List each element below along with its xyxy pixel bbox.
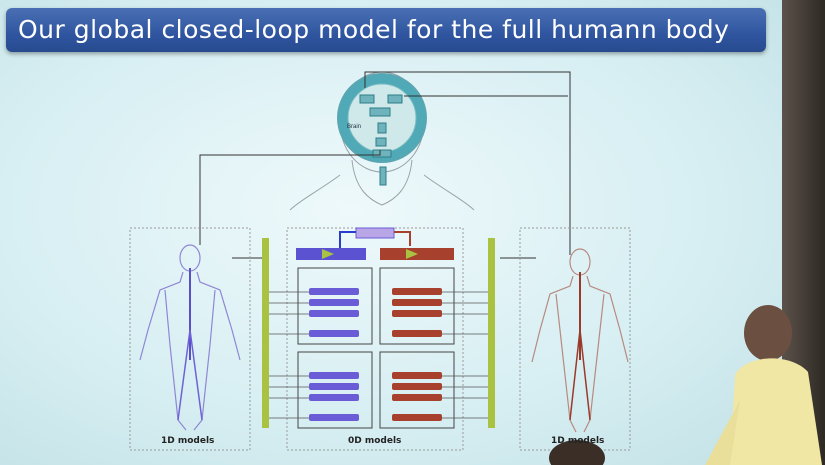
slide-title: Our global closed-loop model for the ful… [18,15,730,44]
zero-d-right-bars [392,288,442,421]
zero-d-subboxes [297,267,455,429]
connector-lines [269,291,488,419]
right-body-illustration [531,248,629,433]
zero-d-left-bars [309,288,359,421]
green-bars [262,238,495,428]
feedback-lines [199,71,571,259]
left-models-label: 1D models [161,436,215,446]
top-row-0d [296,227,454,260]
right-models-label: 1D models [551,436,605,446]
audience-head [549,440,605,465]
presenter [705,305,822,465]
slide-title-bar: Our global closed-loop model for the ful… [6,8,766,52]
brain-label: Brain [347,124,361,130]
left-body-illustration [139,244,241,431]
brain-circle [337,73,427,186]
center-models-label: 0D models [348,436,402,446]
